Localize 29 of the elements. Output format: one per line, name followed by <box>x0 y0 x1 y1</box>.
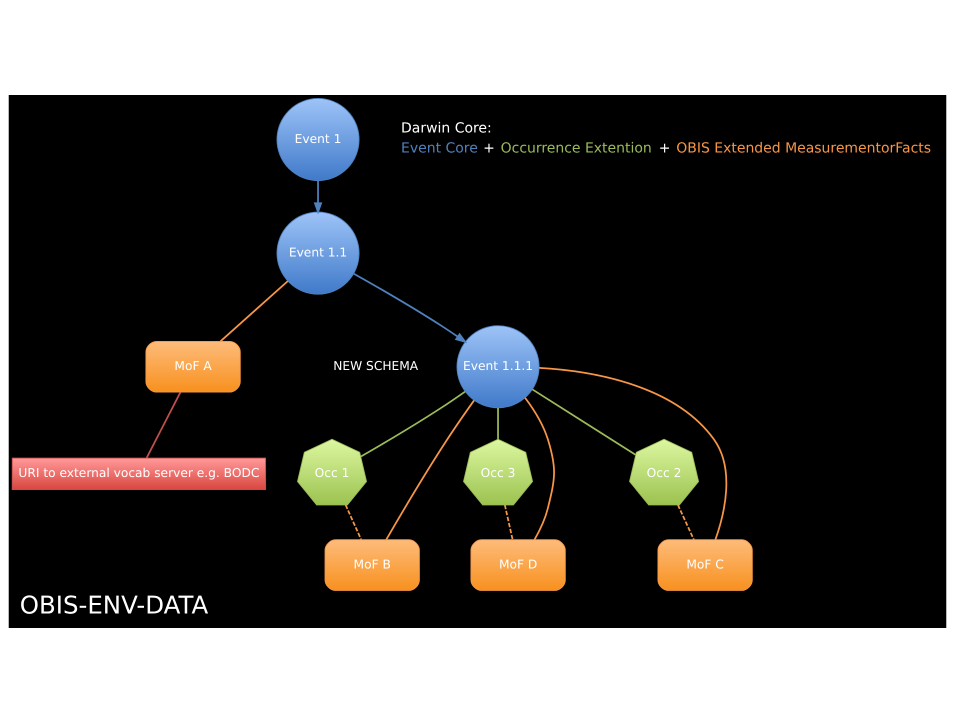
label: Darwin Core: <box>401 120 492 136</box>
arrow <box>314 180 322 215</box>
connector <box>524 397 555 540</box>
label: + <box>658 140 671 156</box>
node-circle: Event 1.1.1 <box>456 325 540 408</box>
connector <box>146 392 182 458</box>
label: OBIS Extended MeasurementorFacts <box>676 140 932 156</box>
connector <box>220 280 288 342</box>
node-box: MoF D <box>470 539 566 591</box>
arrow <box>353 272 468 344</box>
diagram-title: OBIS-ENV-DATA <box>20 590 208 620</box>
node-box: MoF B <box>324 539 420 591</box>
connector <box>385 400 475 540</box>
connector <box>360 390 466 458</box>
node-box: MoF A <box>145 340 241 393</box>
connector <box>344 504 362 540</box>
node-box: MoF C <box>658 539 753 591</box>
connector <box>504 504 514 540</box>
label: + <box>483 140 495 156</box>
connector <box>677 504 695 540</box>
label: Occurrence Extention <box>500 140 652 156</box>
connector <box>497 408 499 439</box>
node-circle: Event 1.1 <box>276 212 360 295</box>
connector <box>532 388 636 456</box>
connector <box>539 367 728 540</box>
label: Event Core <box>401 140 478 156</box>
node-box: URI to external vocab server e.g. BODC <box>12 458 266 490</box>
node-circle: Event 1 <box>276 98 360 182</box>
label: NEW SCHEMA <box>333 358 418 373</box>
